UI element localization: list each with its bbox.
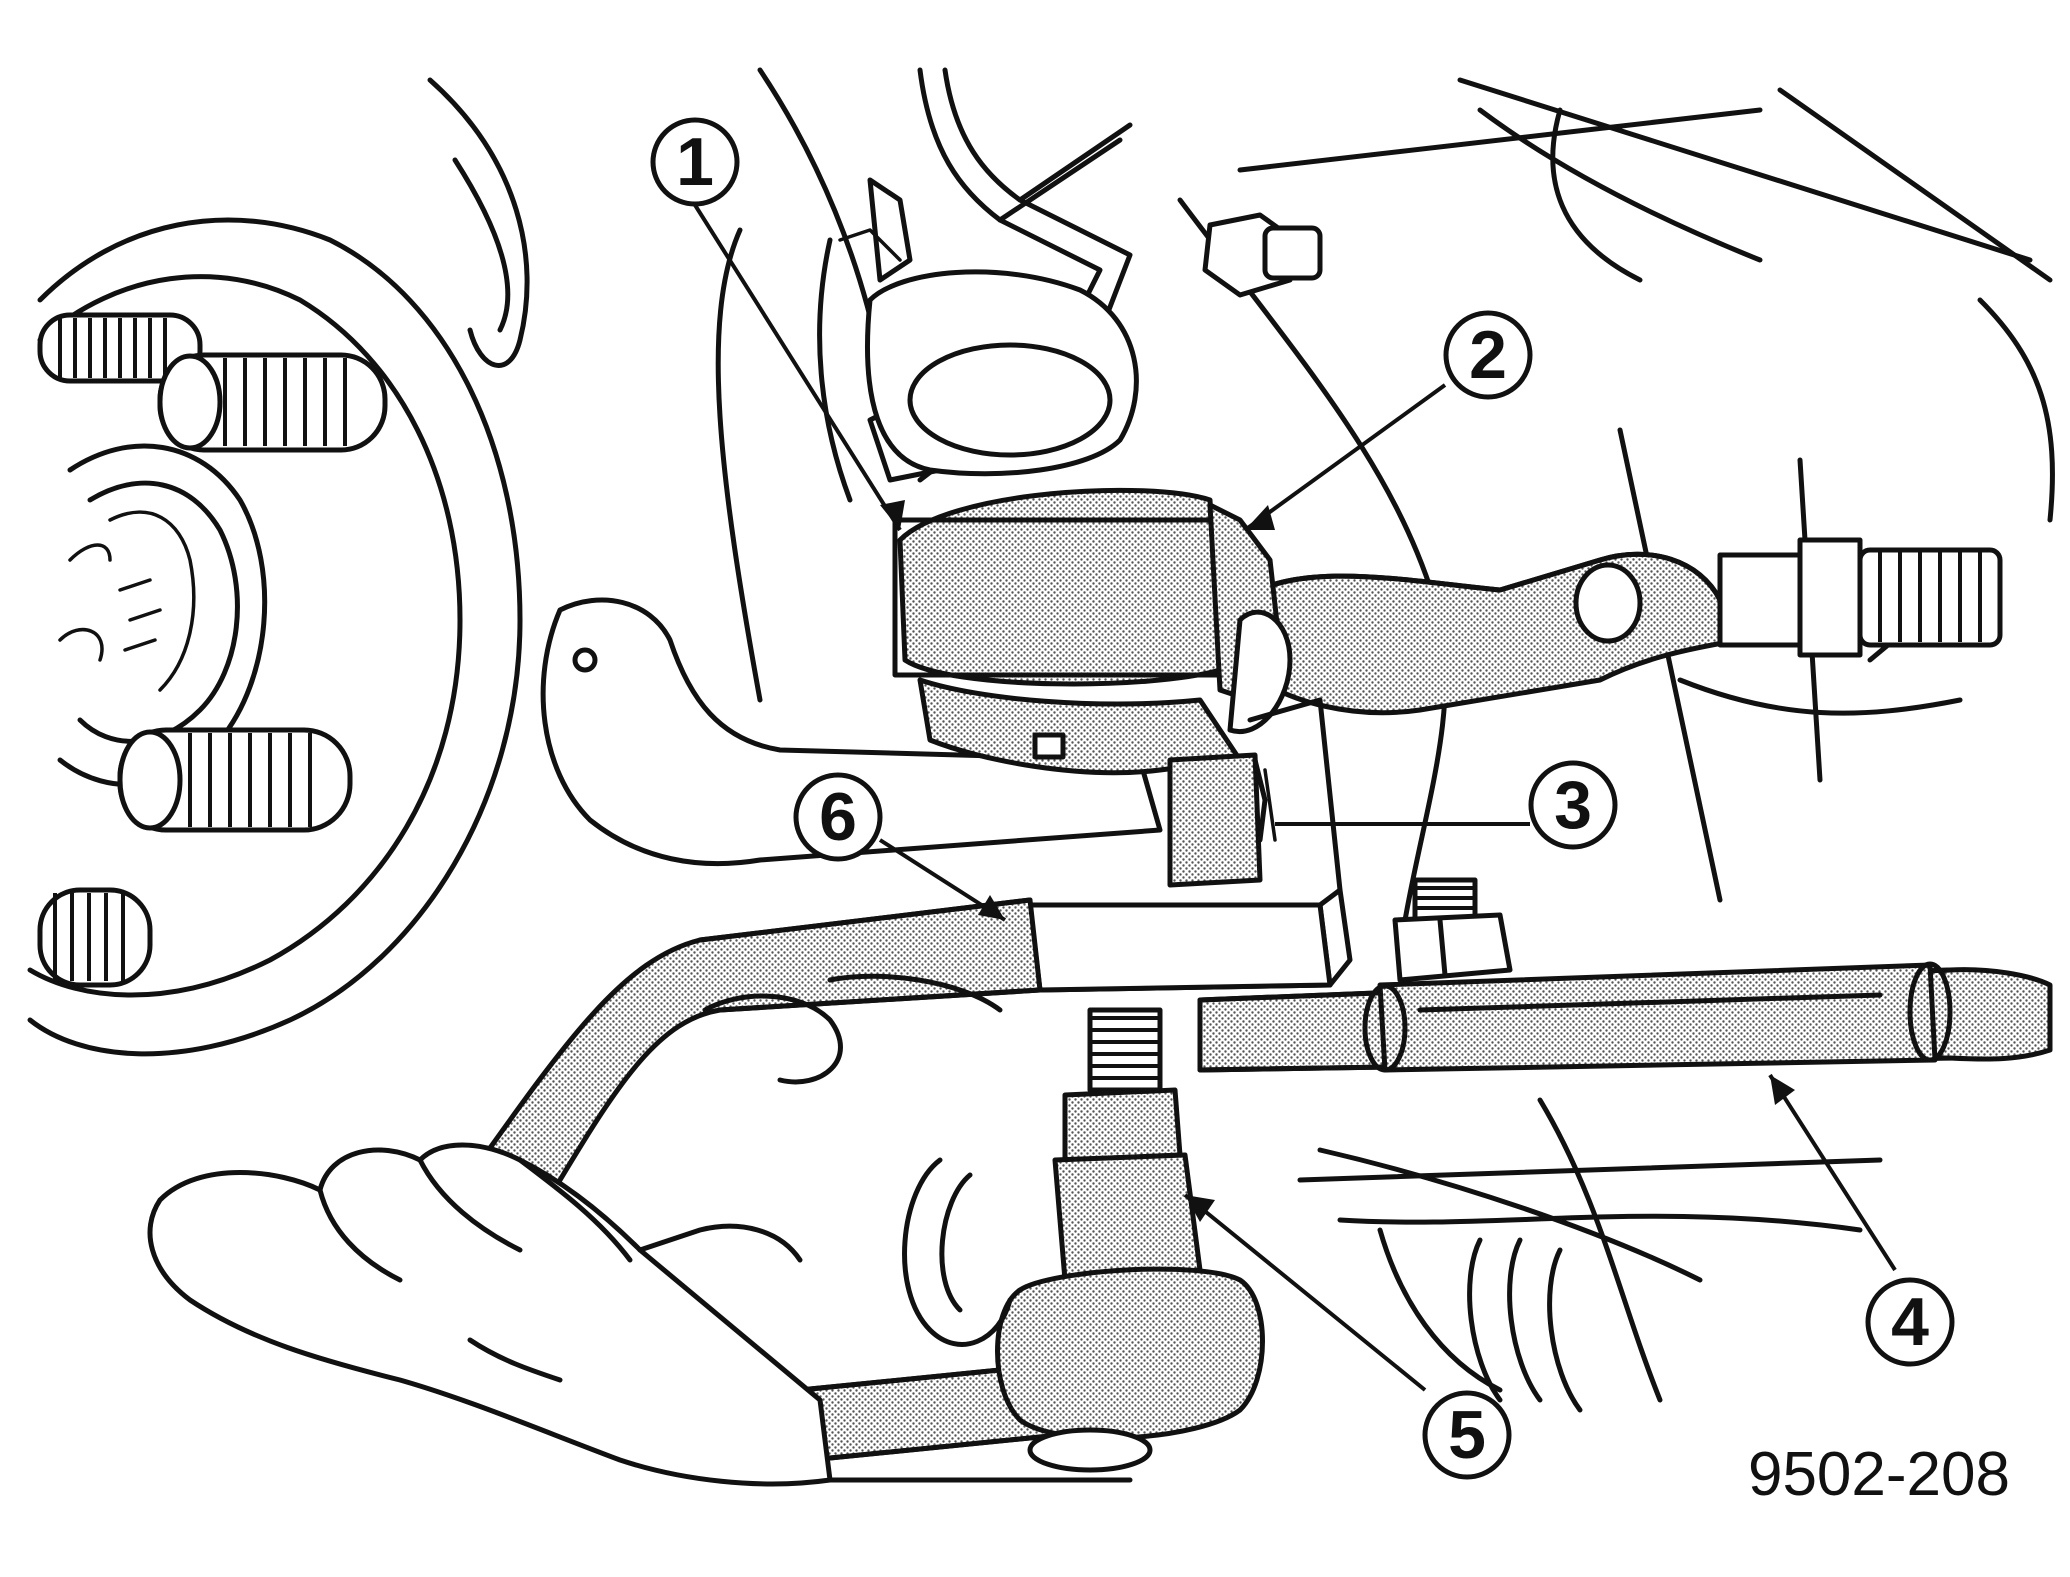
figure-id: 9502-208 xyxy=(1748,1440,2010,1509)
lower-control-arm xyxy=(1297,1157,1883,1413)
callout-5-number: 5 xyxy=(1448,1397,1486,1473)
leader-arrow-6 xyxy=(978,895,1005,920)
callout-1: 1 xyxy=(650,117,740,207)
tie-rod-end-lower xyxy=(995,1007,1265,1473)
leader-arrow-5 xyxy=(1185,1195,1215,1222)
tie-rod-nut xyxy=(1392,877,1513,983)
idler-arm xyxy=(1237,537,2003,716)
callout-3: 3 xyxy=(1528,760,1618,850)
leader-arrow-4 xyxy=(1770,1075,1795,1105)
wheel-studs xyxy=(37,312,388,988)
technician-hand xyxy=(147,1142,833,1487)
puller-tool-body xyxy=(1167,752,1277,888)
leader-line-5 xyxy=(1183,1193,1427,1392)
leader-line-4 xyxy=(1768,1073,1897,1272)
brake-caliper xyxy=(838,228,1139,477)
wheel-stud-lower-right xyxy=(117,727,353,833)
puller-tool-upper-jaw xyxy=(892,487,1293,776)
leader-arrow-1 xyxy=(880,500,905,530)
callout-6-number: 6 xyxy=(819,779,857,855)
wheel-stud-upper-left xyxy=(37,312,203,384)
callout-4: 4 xyxy=(1865,1277,1955,1367)
callout-5: 5 xyxy=(1422,1390,1512,1480)
steering-knuckle xyxy=(540,227,1163,867)
leader-line-1 xyxy=(693,203,902,532)
callout-3-number: 3 xyxy=(1554,767,1592,843)
wheel-stud-lower-left xyxy=(37,887,153,988)
wheel-stud-upper-right xyxy=(157,352,388,453)
callout-2-number: 2 xyxy=(1469,317,1507,393)
callout-1-number: 1 xyxy=(676,124,714,200)
leader-line-2 xyxy=(1243,383,1447,532)
callout-4-number: 4 xyxy=(1891,1284,1929,1360)
tie-rod xyxy=(1197,961,2053,1073)
rubber-boot xyxy=(702,973,1013,1347)
leader-arrow-2 xyxy=(1245,505,1275,530)
leader-lines xyxy=(693,203,1897,1392)
upper-bolt xyxy=(1202,212,1323,298)
callout-2: 2 xyxy=(1443,310,1533,400)
callout-6: 6 xyxy=(793,772,883,862)
